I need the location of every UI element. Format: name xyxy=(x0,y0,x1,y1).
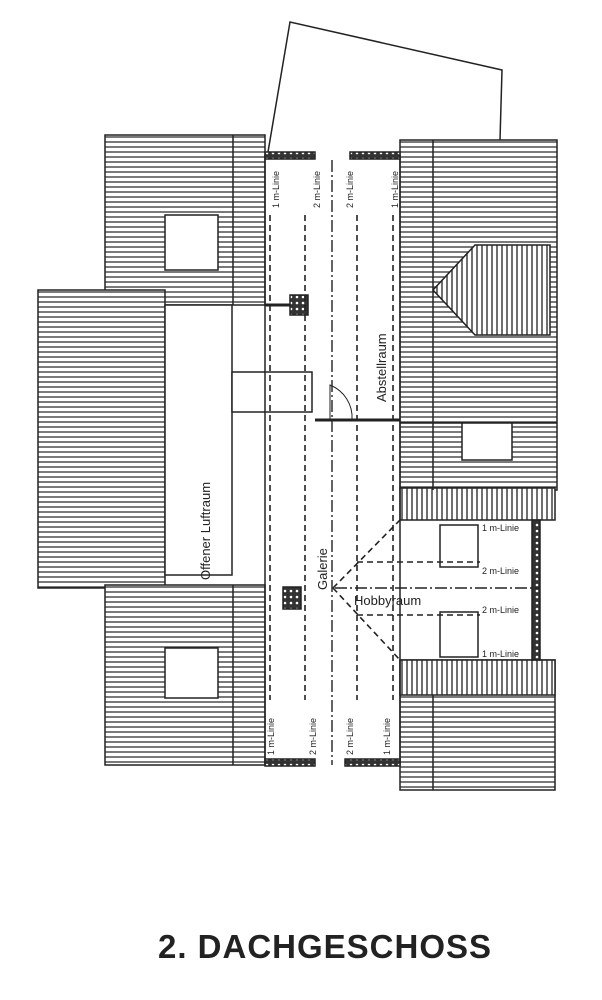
line-label: 2 m-Linie xyxy=(482,566,519,576)
dormer-roof-bottom xyxy=(399,659,556,696)
wall xyxy=(264,758,316,767)
room-label-hobbyraum: Hobbyraum xyxy=(354,593,421,608)
skylight xyxy=(439,611,479,658)
line-label: 2 m-Linie xyxy=(312,171,322,208)
line-label: 2 m-Linie xyxy=(345,718,355,755)
wall xyxy=(264,151,316,160)
skylight xyxy=(439,524,479,568)
dormer-upper-right xyxy=(431,244,551,336)
dormer-roof-top xyxy=(399,487,556,521)
line-label: 2 m-Linie xyxy=(345,171,355,208)
room-label-galerie: Galerie xyxy=(315,548,330,590)
terrace-outline xyxy=(267,21,503,153)
wall xyxy=(531,519,541,661)
open-void xyxy=(164,304,233,576)
room-label-luftraum: Offener Luftraum xyxy=(198,482,213,580)
line-label: 1 m-Linie xyxy=(271,171,281,208)
line-label: 1 m-Linie xyxy=(482,523,519,533)
line-label: 1 m-Linie xyxy=(382,718,392,755)
chimney xyxy=(289,294,309,316)
line-label: 1 m-Linie xyxy=(266,718,276,755)
line-label: 2 m-Linie xyxy=(308,718,318,755)
line-label: 1 m-Linie xyxy=(482,649,519,659)
line-label: 2 m-Linie xyxy=(482,605,519,615)
wall xyxy=(344,758,401,767)
plan-title: 2. DACHGESCHOSS xyxy=(157,928,493,965)
skylight xyxy=(461,422,513,461)
roof-left xyxy=(37,289,166,589)
wall xyxy=(349,151,401,160)
skylight xyxy=(164,647,219,699)
chimney xyxy=(282,586,302,610)
room-label-abstellraum: Abstellraum xyxy=(374,333,389,402)
skylight xyxy=(164,214,219,271)
door xyxy=(329,384,353,421)
line-label: 1 m-Linie xyxy=(390,171,400,208)
